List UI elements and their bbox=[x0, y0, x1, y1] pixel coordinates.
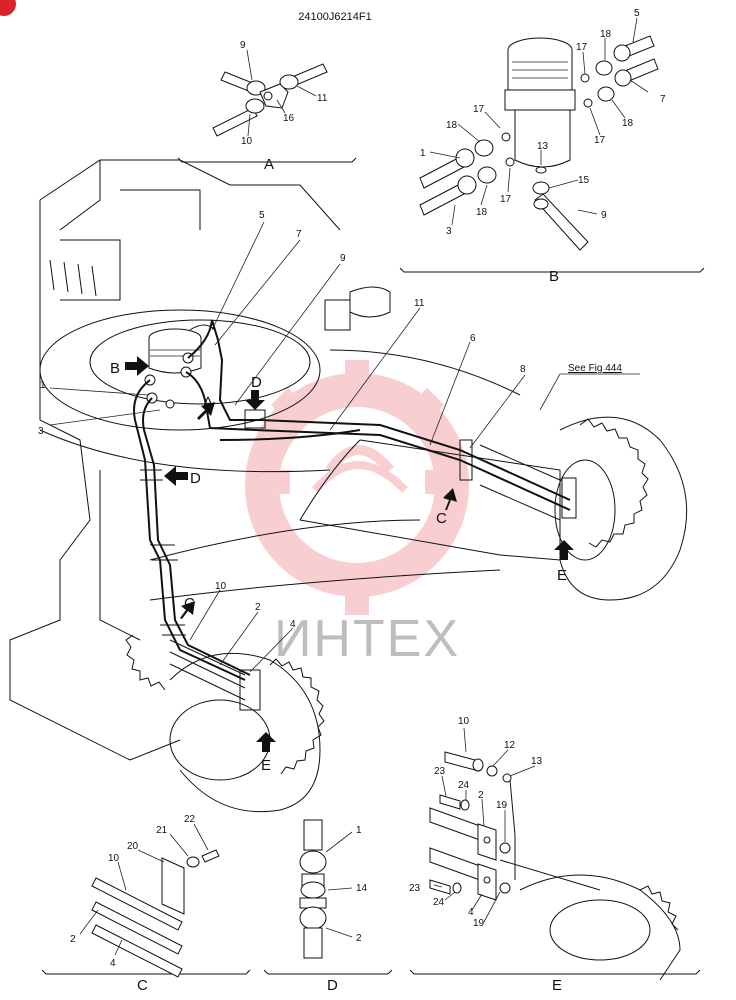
arrow-d-left-icon bbox=[164, 466, 188, 486]
callout-main-6: 6 bbox=[470, 333, 476, 344]
main-label-c-right: C bbox=[436, 510, 447, 527]
right-wheel bbox=[554, 416, 688, 601]
callout-c-4: 4 bbox=[110, 958, 116, 969]
main-label-e-right: E bbox=[557, 567, 567, 584]
callout-d-14: 14 bbox=[356, 883, 368, 894]
callout-d-2: 2 bbox=[356, 933, 362, 944]
callout-main-8: 8 bbox=[520, 364, 526, 375]
view-c-label: C bbox=[137, 977, 148, 994]
callout-main-9: 9 bbox=[340, 253, 346, 264]
arrow-c-left-icon bbox=[180, 601, 195, 619]
callout-a-9: 9 bbox=[240, 40, 246, 51]
watermark-gear-logo bbox=[245, 360, 469, 615]
callout-main-4: 4 bbox=[290, 619, 296, 630]
corner-badge bbox=[0, 0, 16, 16]
hydraulic-lines bbox=[133, 319, 577, 711]
callout-main-11: 11 bbox=[414, 298, 425, 309]
callout-e-23b: 23 bbox=[409, 883, 421, 894]
arrow-e-right-icon bbox=[554, 540, 574, 560]
callout-a-16: 16 bbox=[283, 113, 295, 124]
callout-a-11: 11 bbox=[317, 93, 328, 104]
callout-b-9: 9 bbox=[601, 210, 607, 221]
callout-a-10: 10 bbox=[241, 136, 253, 147]
main-label-c-left: C bbox=[184, 595, 195, 612]
view-e-label: E bbox=[552, 977, 562, 994]
arrow-d-upper-icon bbox=[245, 390, 265, 410]
main-label-e-left: E bbox=[261, 757, 271, 774]
callout-b-13: 13 bbox=[537, 141, 549, 152]
view-a-detail bbox=[177, 49, 357, 163]
callout-c-10: 10 bbox=[108, 853, 120, 864]
callout-b-17a: 17 bbox=[576, 42, 588, 53]
callout-main-1: 1 bbox=[40, 380, 46, 391]
see-fig-note: See Fig 444 bbox=[568, 363, 622, 374]
callout-e-24b: 24 bbox=[433, 897, 445, 908]
view-c-detail bbox=[41, 823, 251, 978]
main-label-d-left: D bbox=[190, 470, 201, 487]
view-a-label: A bbox=[264, 156, 274, 173]
callout-e-4: 4 bbox=[468, 907, 474, 918]
watermark-text: ИНТЕХ bbox=[274, 610, 460, 668]
arrow-c-right-icon bbox=[443, 488, 457, 510]
callout-b-18a: 18 bbox=[600, 29, 612, 40]
callout-e-24a: 24 bbox=[458, 780, 470, 791]
callout-c-22: 22 bbox=[184, 814, 196, 825]
callout-b-18b: 18 bbox=[622, 118, 634, 129]
view-d-label: D bbox=[327, 977, 338, 994]
callout-e-12: 12 bbox=[504, 740, 516, 751]
callout-e-10: 10 bbox=[458, 716, 470, 727]
callout-b-5: 5 bbox=[634, 8, 640, 19]
main-label-a: A bbox=[203, 394, 213, 411]
callout-b-1: 1 bbox=[420, 148, 426, 159]
callout-b-18d: 18 bbox=[476, 207, 488, 218]
main-leaders bbox=[49, 221, 640, 673]
main-label-d-upper: D bbox=[251, 374, 262, 391]
view-b-label: B bbox=[549, 268, 559, 285]
view-e-detail bbox=[409, 727, 701, 981]
callout-e-23a: 23 bbox=[434, 766, 446, 777]
view-d-detail bbox=[263, 819, 393, 975]
view-arrows bbox=[125, 356, 574, 752]
view-b-detail bbox=[399, 17, 705, 273]
arrow-b-icon bbox=[125, 356, 149, 376]
callout-e-19b: 19 bbox=[473, 918, 485, 929]
swivel-valve bbox=[144, 328, 202, 409]
callout-main-10: 10 bbox=[215, 581, 227, 592]
callout-b-18c: 18 bbox=[446, 120, 458, 131]
callout-main-3: 3 bbox=[38, 426, 44, 437]
callout-b-15: 15 bbox=[578, 175, 590, 186]
callout-main-5: 5 bbox=[259, 210, 265, 221]
callout-b-17d: 17 bbox=[500, 194, 512, 205]
callout-d-1: 1 bbox=[356, 825, 362, 836]
callout-c-20: 20 bbox=[127, 841, 139, 852]
callout-main-2: 2 bbox=[255, 602, 261, 613]
callout-b-7: 7 bbox=[660, 94, 666, 105]
callout-main-7: 7 bbox=[296, 229, 302, 240]
callout-e-13: 13 bbox=[531, 756, 543, 767]
document-id: 24100J6214F1 bbox=[298, 11, 371, 23]
callout-b-17c: 17 bbox=[473, 104, 485, 115]
callout-c-2: 2 bbox=[70, 934, 76, 945]
callout-b-17b: 17 bbox=[594, 135, 606, 146]
callout-e-2: 2 bbox=[478, 790, 484, 801]
arrow-e-left-icon bbox=[256, 732, 276, 752]
arrow-a-icon bbox=[197, 402, 215, 420]
callout-b-3: 3 bbox=[446, 226, 452, 237]
callout-e-19a: 19 bbox=[496, 800, 508, 811]
callout-c-21: 21 bbox=[156, 825, 168, 836]
main-label-b: B bbox=[110, 360, 120, 377]
